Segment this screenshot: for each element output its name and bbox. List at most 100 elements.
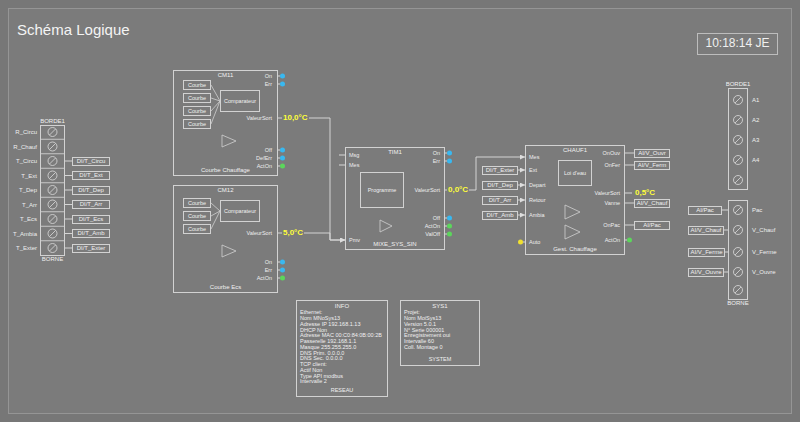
status-dot (280, 74, 632, 281)
pin-stub (278, 262, 280, 263)
pin-label: Retour (529, 197, 546, 203)
tag-box: AI/Pac (634, 221, 670, 230)
terminal-screw (734, 96, 743, 105)
terminal-screw (734, 176, 743, 185)
node-text: 10:18:14 JE (705, 37, 769, 50)
terminal-screw (735, 177, 741, 183)
terminal-screw (48, 186, 57, 195)
node-text: AI/V_Ouvr (638, 150, 666, 157)
terminal-screw (40, 211, 65, 212)
pin-stub (445, 234, 447, 235)
terminal-screw (735, 207, 741, 213)
node-text: Gest. Chauffage (553, 246, 597, 253)
pin-label: Auto (529, 239, 540, 245)
terminal-screw (50, 173, 56, 179)
connector (518, 200, 525, 201)
internal-wire (211, 101, 220, 124)
terminal-screw (50, 129, 56, 135)
pin-stub (445, 218, 447, 219)
pin-label: ValeurSort (594, 190, 620, 196)
terminal-label: V_Ferme (752, 249, 777, 256)
node-text: DI/T_Arr (489, 197, 512, 204)
amplifier-symbol (222, 245, 236, 257)
node-text: Courbe (188, 213, 206, 219)
terminal-screw (735, 227, 741, 233)
amplifier-symbol (380, 220, 392, 232)
node-text: Courbe (188, 95, 206, 101)
terminal-screw (735, 157, 741, 163)
amplifier-symbol (222, 135, 236, 147)
node-text: DI/T_Ext (79, 172, 102, 179)
terminal-label: T_Arr (22, 201, 37, 208)
node-text: AI/Pac (696, 207, 714, 214)
terminal-label: A3 (752, 137, 759, 144)
tag-box: DI/T_Circu (72, 157, 110, 166)
pin-stub (625, 193, 632, 194)
terminal-label: T_Ecs (20, 216, 37, 223)
terminal-screw (48, 215, 57, 224)
pin-label: ValeurSort (414, 187, 440, 193)
connector (65, 248, 72, 249)
sub-block: Courbe (183, 224, 211, 234)
pin-label: DefErr (256, 155, 272, 161)
sub-block: Courbe (183, 211, 211, 221)
node-text: SYSTEM (429, 357, 452, 363)
connector (625, 153, 634, 154)
pin-label: On (433, 150, 440, 156)
node-text: Courbe (188, 226, 206, 232)
terminal-screw (50, 231, 56, 237)
pin-stub (445, 153, 447, 154)
sub-block: Programme (360, 172, 404, 208)
status-dot (447, 224, 452, 229)
node-text: Loi d'eau (564, 170, 586, 176)
status-dot (280, 276, 285, 281)
terminal-label: T_Dep (19, 187, 37, 194)
node-text: CM12 (217, 187, 233, 194)
connector (518, 215, 525, 216)
terminal-screw (735, 249, 741, 255)
connector (625, 203, 634, 204)
node-text: BORDE1 (40, 118, 65, 125)
pin-label: Off (433, 215, 440, 221)
value-readout: 5,0°C (282, 229, 304, 237)
pin-label: ActOn (605, 237, 620, 243)
node-text: DI/T_Arr (80, 201, 103, 208)
pin-label: OnOuv (603, 150, 620, 156)
terminal-screw (734, 206, 743, 215)
panel-frame (9, 9, 792, 414)
connector (625, 165, 634, 166)
pin-label: Err (265, 81, 272, 87)
terminal-screw (40, 240, 65, 241)
tag-box: DI/T_Ecs (72, 215, 110, 224)
pin-label: Vanne (605, 200, 621, 206)
node-text: AI/V_Ferme (691, 249, 723, 256)
pin-label: Mes (529, 154, 539, 160)
status-dot (447, 232, 452, 237)
pin-label: ValeurSort (246, 115, 272, 121)
terminal-label: V_Chauf (752, 227, 775, 234)
status-dot (280, 148, 285, 153)
internal-wire (211, 85, 220, 101)
tag-box: DI/T_Amb (482, 211, 518, 220)
status-dot (447, 216, 452, 221)
node-text: AI/V_Ferm (638, 162, 667, 169)
status-dot (280, 74, 285, 79)
node-text: Comparateur (224, 208, 256, 214)
tag-box: AI/V_Ferm (634, 161, 670, 170)
terminal-label: T_Ambia (13, 230, 37, 237)
node-text: Courbe Ecs (210, 284, 241, 291)
node-text: MIXE_SYS_SIN (373, 241, 416, 248)
node-text: INFO (335, 303, 349, 309)
node-text: DI/T_Amb (77, 230, 104, 237)
terminal-screw (48, 171, 57, 180)
internal-wire (211, 98, 220, 101)
tag-box: DI/T_Ext (72, 171, 110, 180)
status-dot (447, 159, 452, 164)
node-text: DI/T_Dep (487, 182, 513, 189)
terminal-screw (734, 116, 743, 125)
node-text: AI/V_Chauf (691, 227, 722, 234)
status-dot (280, 164, 285, 169)
terminal-label: T_Ext (21, 172, 37, 179)
